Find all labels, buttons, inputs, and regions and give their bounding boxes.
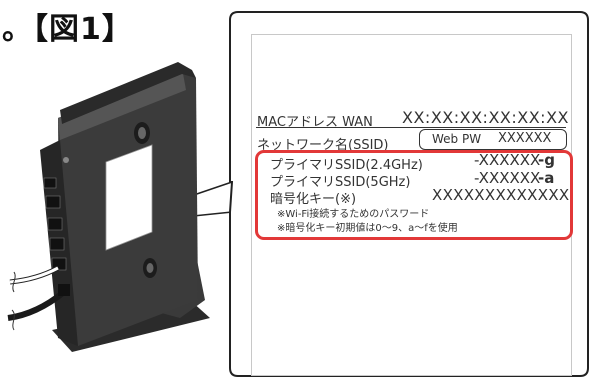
network-name-label: ネットワーク名(SSID) — [257, 138, 389, 153]
ssid-highlight-box — [255, 150, 573, 240]
ssid-24ghz-label: プライマリSSID(2.4GHz) — [270, 158, 423, 173]
mac-address-label: MACアドレス WAN — [257, 115, 373, 130]
divider — [256, 127, 566, 128]
router-label-card — [251, 34, 572, 376]
ssid-5ghz-label: プライマリSSID(5GHz) — [270, 175, 411, 190]
ssid-24ghz-suffix: -g — [538, 151, 555, 169]
web-password-box — [419, 129, 567, 150]
encryption-key-value: XXXXXXXXXXXXX — [432, 186, 570, 204]
encryption-key-label: 暗号化キー(※) — [270, 192, 357, 207]
web-password-label: Web PW — [432, 132, 482, 146]
router-label-panel — [105, 144, 153, 251]
mac-address-value: XX:XX:XX:XX:XX:XX — [402, 108, 569, 127]
figure-label: 。【図1】 — [2, 12, 133, 47]
ssid-5ghz-suffix: -a — [538, 169, 555, 187]
ssid-5ghz-value: -XXXXXX — [474, 169, 541, 187]
ssid-24ghz-value: -XXXXXX — [474, 151, 541, 169]
encryption-key-note: ※暗号化キー初期値は0～9、a～fを使用 — [277, 223, 458, 234]
lan-cable — [9, 265, 60, 293]
power-cable — [7, 284, 70, 331]
wifi-password-note: ※Wi-Fi接続するためのパスワード — [277, 209, 430, 220]
web-password-value: XXXXXX — [498, 131, 552, 146]
